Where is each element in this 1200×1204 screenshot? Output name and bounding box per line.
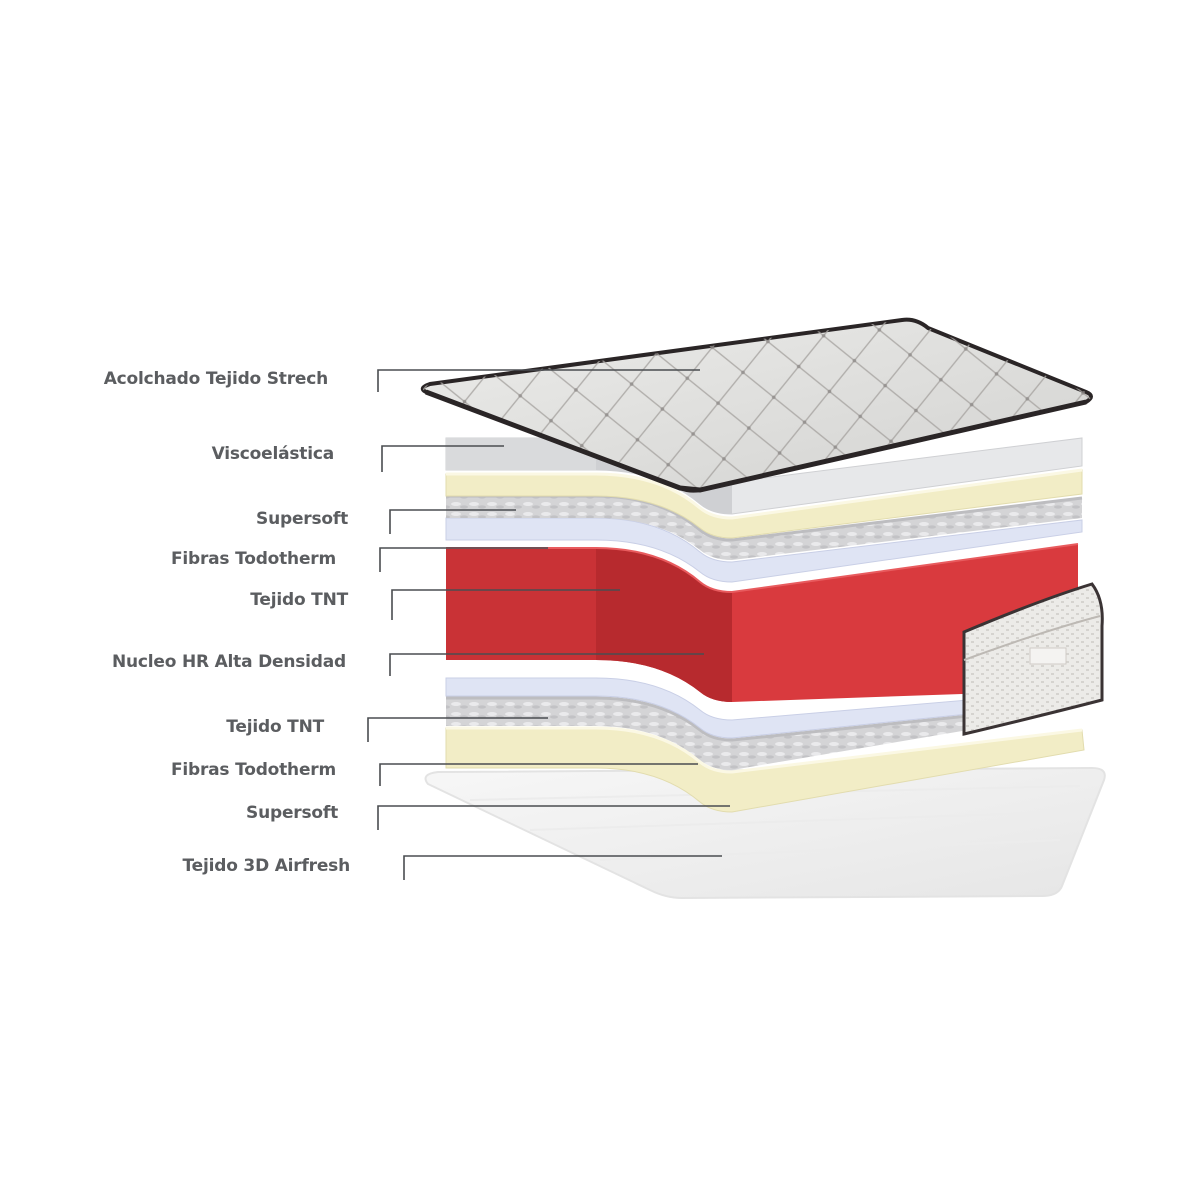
leader-line-tnt-bottom	[367, 717, 548, 742]
fibras-bottom-layer	[446, 696, 969, 770]
label-acolchado: Acolchado Tejido Strech	[103, 369, 329, 389]
label-nucleo: Nucleo HR Alta Densidad	[112, 652, 346, 672]
acolchado-quilt-layer	[420, 317, 1093, 493]
leader-line-tnt-top	[391, 589, 620, 620]
label-airfresh: Tejido 3D Airfresh	[182, 856, 351, 876]
leader-line-airfresh	[403, 855, 722, 880]
leader-line-fibras-top	[379, 547, 548, 572]
supersoft-top-layer	[445, 468, 1083, 539]
tnt-top-layer	[445, 517, 1083, 583]
label-tnt-top: Tejido TNT	[250, 590, 348, 610]
leader-line-supersoft-bottom	[377, 805, 730, 830]
label-tnt-bottom: Tejido TNT	[226, 717, 324, 737]
leader-lines	[367, 369, 730, 880]
leader-line-supersoft-top	[389, 509, 516, 534]
label-supersoft-bottom: Supersoft	[246, 803, 338, 823]
label-viscoelastica: Viscoelástica	[211, 444, 335, 464]
label-fibras-bottom: Fibras Todotherm	[170, 760, 336, 780]
nucleo-core-layer	[446, 543, 1079, 702]
label-fibras-top: Fibras Todotherm	[170, 549, 336, 569]
supersoft-bottom-layer	[445, 726, 1085, 813]
side-fabric-panel	[962, 582, 1104, 736]
leader-line-nucleo	[389, 653, 704, 676]
leader-line-fibras-bottom	[379, 763, 698, 786]
label-supersoft-top: Supersoft	[256, 509, 348, 529]
leader-line-viscoelastica	[381, 445, 504, 472]
leader-line-acolchado	[377, 369, 700, 392]
